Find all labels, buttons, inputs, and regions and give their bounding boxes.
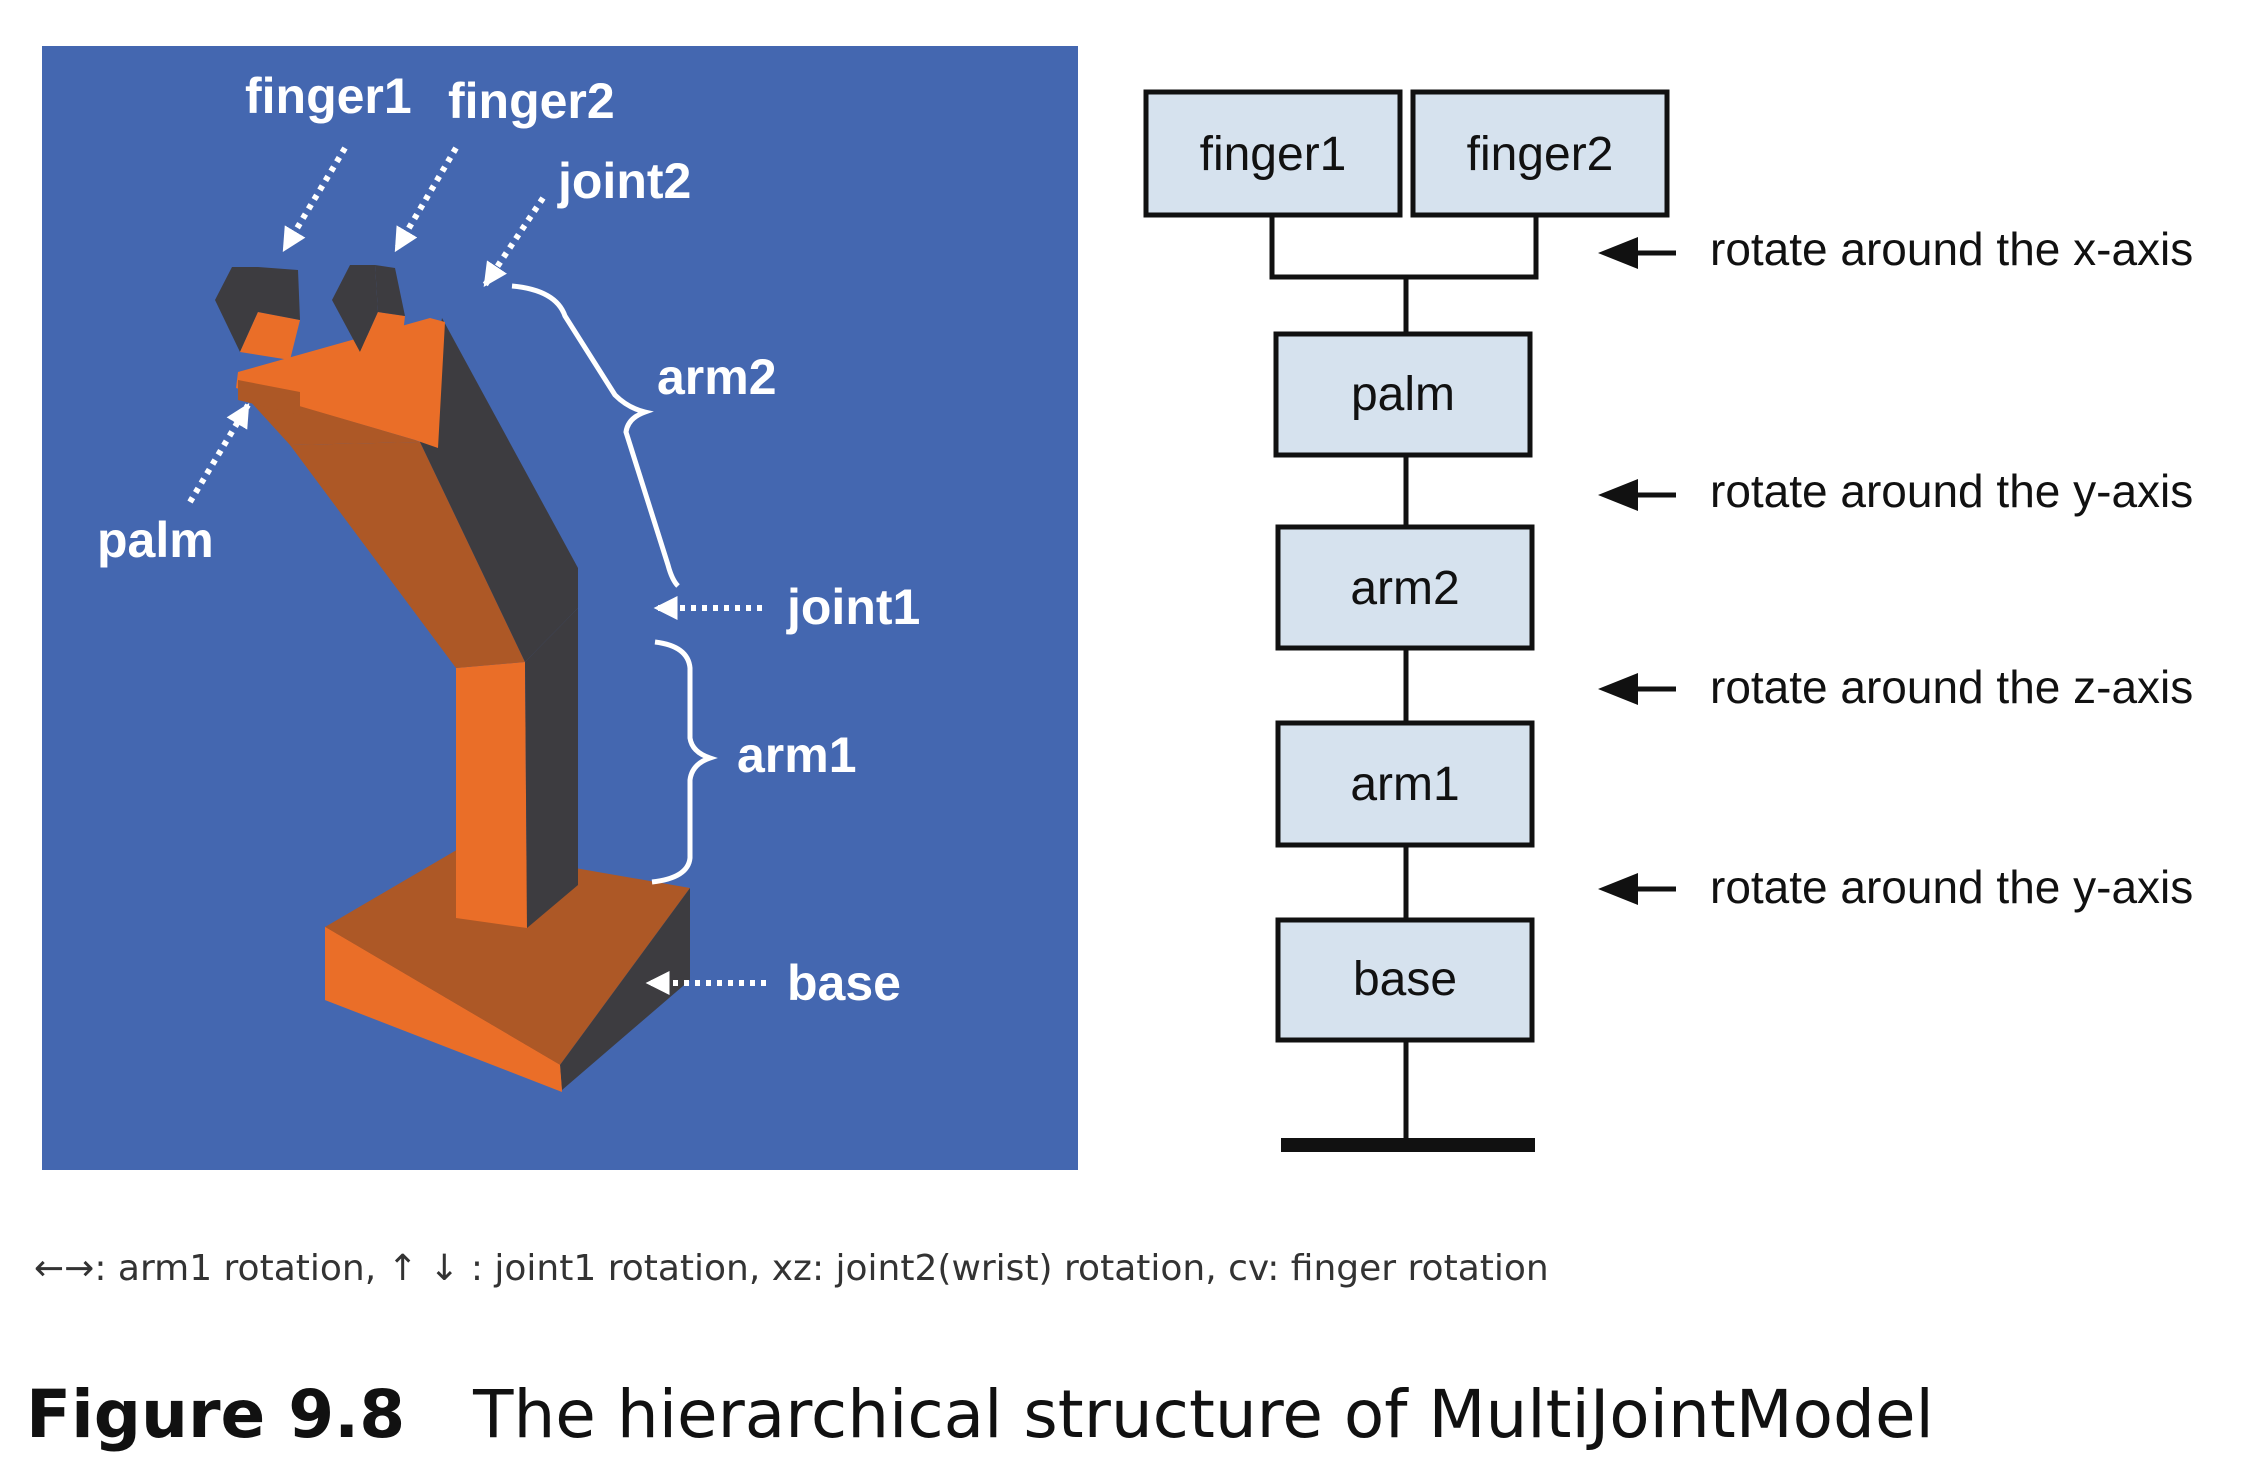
arm1-box-label: arm1 (1350, 758, 1459, 811)
model-render-panel: finger1 finger2 joint2 arm2 palm joint1 … (42, 46, 1078, 1170)
keyboard-controls-text: ←→: arm1 rotation, ↑ ↓ : joint1 rotation… (34, 1248, 1549, 1289)
rotate-x-axis-label: rotate around the x-axis (1710, 223, 2193, 275)
arm2-box (1275, 524, 1535, 651)
arm1-label: arm1 (737, 727, 857, 783)
hierarchy-connectors (1269, 215, 1539, 1145)
finger2-block (332, 265, 405, 360)
figure-caption: Figure 9.8 The hierarchical structure of … (26, 1376, 1934, 1453)
arm2-brace (511, 283, 680, 588)
finger1-label: finger1 (245, 68, 412, 124)
arm2-box-label: arm2 (1350, 562, 1459, 615)
rotate-y-axis-label-lower: rotate around the y-axis (1710, 861, 2193, 913)
z-axis-rotation-arrow (1598, 673, 1676, 705)
finger1-pointer (281, 146, 348, 253)
finger2-box-label: finger2 (1467, 128, 1614, 181)
base-box-label: base (1353, 953, 1457, 1006)
hierarchy-boxes (1143, 89, 1670, 1043)
y-axis-rotation-arrow-upper (1598, 479, 1676, 511)
figure-canvas: finger1 finger2 joint2 arm2 palm joint1 … (42, 46, 2193, 1170)
rotate-z-axis-label: rotate around the z-axis (1710, 661, 2193, 713)
palm-box (1273, 331, 1533, 458)
ground-bar (1281, 1138, 1535, 1152)
arm2-label: arm2 (657, 349, 777, 405)
figure-title: The hierarchical structure of MultiJoint… (473, 1376, 1934, 1453)
finger2-pointer (393, 146, 459, 253)
palm-box-label: palm (1351, 368, 1455, 421)
arm1-box (1275, 720, 1535, 848)
hierarchy-diagram: finger1 finger2 palm arm2 arm1 base (1143, 89, 2193, 1152)
base-box (1275, 917, 1535, 1043)
pointer-arrows (187, 146, 766, 995)
rotate-y-axis-label-upper: rotate around the y-axis (1710, 465, 2193, 517)
joint1-label: joint1 (786, 579, 920, 635)
finger2-label: finger2 (448, 73, 615, 129)
finger2-box (1410, 89, 1670, 218)
finger1-block (215, 267, 300, 360)
joint2-label: joint2 (557, 153, 691, 209)
palm-pointer (187, 402, 251, 504)
arm2-block (290, 318, 578, 668)
finger-connector (1269, 215, 1539, 280)
base-block (325, 848, 690, 1092)
finger1-box-label: finger1 (1200, 128, 1347, 181)
rotation-arrows (1598, 237, 1676, 905)
x-axis-rotation-arrow (1598, 237, 1676, 269)
arm1-brace (651, 639, 718, 885)
palm-label: palm (97, 512, 214, 568)
y-axis-rotation-arrow-lower (1598, 873, 1676, 905)
arm1-block (456, 608, 578, 928)
base-label: base (787, 955, 901, 1011)
figure-number: Figure 9.8 (26, 1376, 406, 1453)
finger1-box (1143, 89, 1403, 218)
